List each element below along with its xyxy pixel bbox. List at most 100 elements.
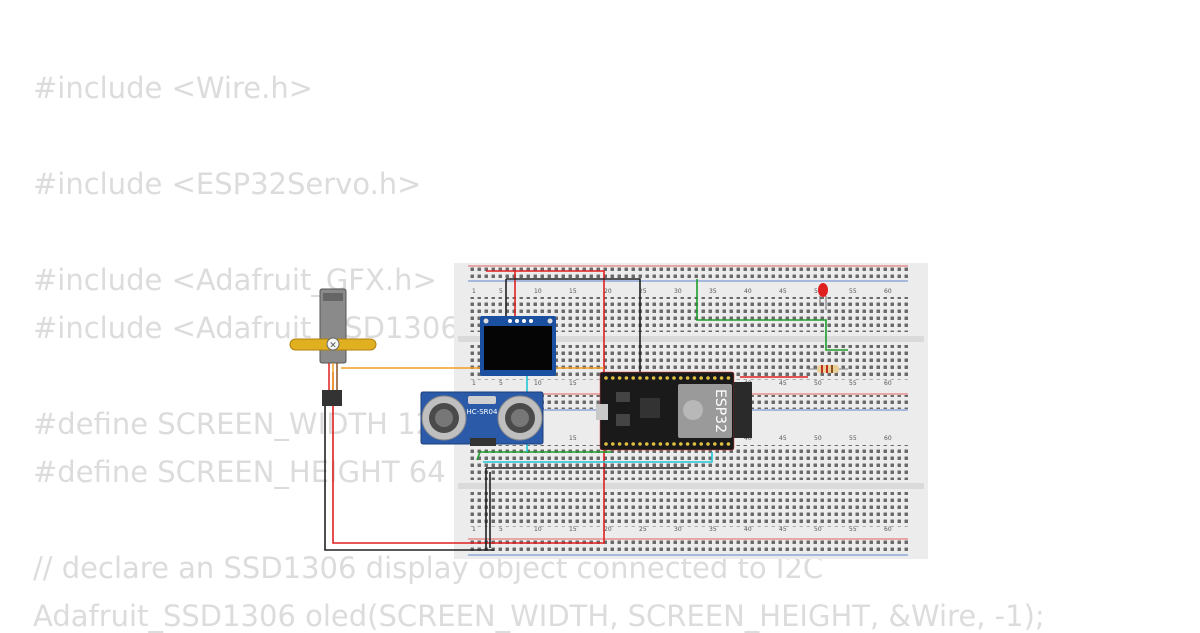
sensor-pins: [470, 438, 496, 446]
column-number: 45: [779, 380, 787, 387]
header-pin: [624, 442, 629, 446]
code-line: #include <ESP32Servo.h>: [33, 167, 422, 201]
wires: [324, 270, 848, 551]
column-number: 10: [534, 288, 542, 295]
column-number: 1: [472, 380, 476, 387]
servo-motor: ×: [289, 288, 377, 406]
header-pin: [631, 376, 635, 380]
header-pin: [611, 442, 615, 446]
header-pin: [726, 442, 731, 446]
header-pin: [719, 442, 724, 446]
header-pin: [672, 442, 676, 446]
oled-screen: [484, 326, 552, 370]
esp32-label: ESP32: [712, 389, 728, 433]
header-pin: [713, 442, 717, 446]
column-number: 35: [709, 288, 717, 295]
column-number: 60: [884, 435, 892, 442]
header-pin: [638, 376, 642, 380]
column-number: 45: [779, 526, 787, 533]
esp32-board: ESP32: [596, 371, 752, 451]
wire-red: [332, 270, 605, 544]
header-pin: [611, 376, 615, 380]
column-number: 20: [604, 526, 612, 533]
oled-display: [480, 316, 556, 376]
wire-cyan: [483, 452, 713, 463]
column-number: 50: [814, 288, 822, 295]
code-line: #include <Adafruit_GFX.h>: [33, 263, 437, 297]
header-pin: [645, 442, 649, 446]
column-number: 55: [849, 435, 857, 442]
column-number: 45: [779, 288, 787, 295]
wire-green: [476, 451, 612, 461]
servo-shaft-icon: [326, 337, 340, 351]
header-pin: [651, 442, 656, 446]
column-number: 10: [534, 526, 542, 533]
column-number: 15: [569, 288, 577, 295]
column-number: 5: [499, 526, 503, 533]
column-number: 55: [849, 380, 857, 387]
svg-text:×: ×: [329, 341, 337, 351]
wire-black: [506, 278, 641, 372]
header-pin: [665, 442, 669, 446]
power-rail: [468, 266, 908, 280]
column-number: 60: [884, 288, 892, 295]
column-number: 5: [499, 288, 503, 295]
esp32-module: [678, 384, 732, 438]
column-number: 15: [569, 526, 577, 533]
header-pin: [651, 376, 656, 380]
column-number: 50: [814, 435, 822, 442]
usb-port: [596, 404, 608, 420]
column-number: 20: [604, 288, 612, 295]
led: [818, 283, 828, 310]
header-pin: [726, 376, 731, 380]
column-number: 55: [849, 526, 857, 533]
column-number: 60: [884, 380, 892, 387]
column-number: 10: [534, 380, 542, 387]
column-number: 1: [472, 526, 476, 533]
code-line: Adafruit_SSD1306 oled(SCREEN_WIDTH, SCRE…: [33, 599, 1045, 633]
column-number: 60: [884, 526, 892, 533]
header-pin: [706, 442, 710, 446]
resistor: [808, 365, 848, 373]
servo-connector: [322, 390, 342, 406]
column-number: 25: [639, 288, 647, 295]
header-pin: [604, 442, 608, 446]
column-number: 50: [814, 526, 822, 533]
header-pin: [692, 376, 697, 380]
column-number: 15: [569, 435, 577, 442]
header-pin: [658, 376, 663, 380]
column-number: 50: [814, 380, 822, 387]
header-pin: [713, 376, 717, 380]
column-number: 1: [472, 288, 476, 295]
header-pin: [706, 376, 710, 380]
power-rail: [468, 540, 908, 554]
header-pin: [665, 376, 669, 380]
header-pin: [631, 442, 635, 446]
header-pin: [679, 376, 683, 380]
header-pin: [638, 442, 642, 446]
center-channel: [458, 336, 924, 342]
sensor-label: HC-SR04: [467, 408, 498, 416]
center-channel: [458, 483, 924, 489]
header-pin: [658, 442, 663, 446]
header-pin: [679, 442, 683, 446]
terminal-strip: [468, 492, 908, 527]
column-number: 30: [674, 288, 682, 295]
header-pin: [604, 376, 608, 380]
header-pin: [685, 442, 690, 446]
header-pin: [617, 376, 622, 380]
column-number: 25: [639, 526, 647, 533]
header-pin: [699, 442, 703, 446]
wire-green: [696, 279, 848, 351]
header-pin: [685, 376, 690, 380]
led-icon: [818, 283, 828, 297]
ultrasonic-sensor: HC-SR04: [420, 391, 544, 446]
column-number: 40: [744, 526, 752, 533]
header-pin: [617, 442, 622, 446]
header-pin: [692, 442, 697, 446]
column-number: 30: [674, 526, 682, 533]
header-pin: [624, 376, 629, 380]
header-pin: [672, 376, 676, 380]
code-line: #include <Wire.h>: [33, 71, 314, 105]
